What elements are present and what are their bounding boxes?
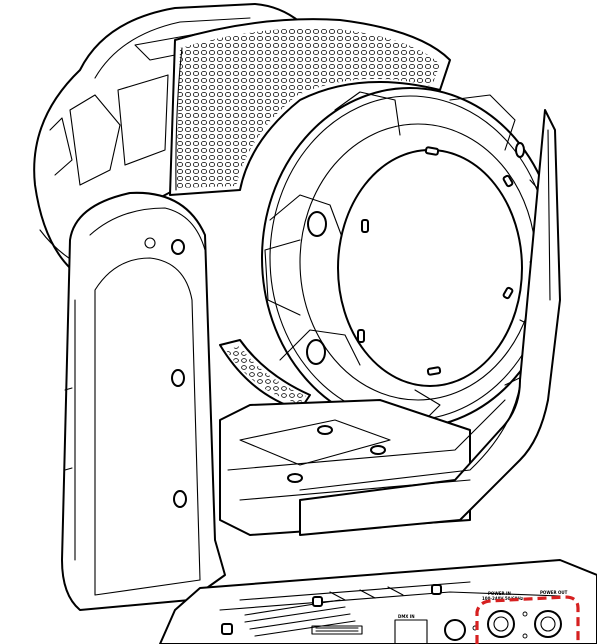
power-in-connector (487, 610, 515, 638)
base-housing: DMX IN POWER IN 100-240V 50/60Hz POWER O… (159, 559, 597, 644)
power-out-label: POWER OUT (540, 590, 568, 595)
lens (337, 149, 523, 387)
front-bezel (261, 87, 559, 429)
power-connector-highlight (475, 595, 580, 644)
power-in-label: POWER IN (488, 591, 511, 596)
yoke (61, 109, 561, 613)
dmx-connector (444, 619, 466, 641)
power-in-sub-label: 100-240V 50/60Hz (482, 596, 524, 601)
dmx-in-label: DMX IN (398, 614, 415, 619)
power-out-connector (534, 610, 562, 638)
